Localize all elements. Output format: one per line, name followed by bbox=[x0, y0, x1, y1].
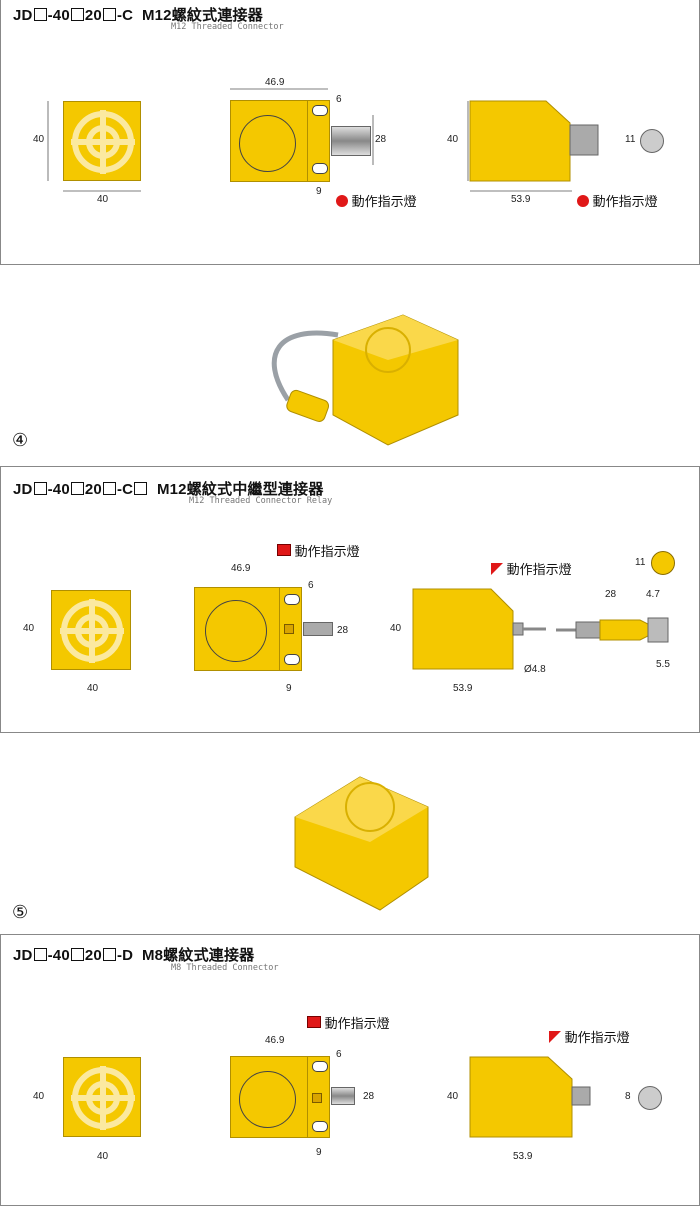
dim-plug-len: 28 bbox=[605, 589, 617, 600]
red-square-icon bbox=[307, 1016, 321, 1028]
cable-stub bbox=[303, 622, 333, 636]
target-icon bbox=[60, 599, 124, 663]
dim-pin: 8 bbox=[625, 1091, 631, 1102]
product-photo-m8 bbox=[294, 776, 429, 911]
dim-side-length: 46.9 bbox=[265, 77, 285, 88]
front-view bbox=[63, 1057, 141, 1137]
dim-depth-height: 40 bbox=[447, 1091, 459, 1102]
section-number: ⑤ bbox=[12, 902, 29, 923]
pin-face-icon bbox=[638, 1086, 662, 1110]
dim-depth-height: 40 bbox=[390, 623, 402, 634]
red-dot-icon bbox=[577, 195, 589, 207]
red-triangle-icon bbox=[491, 563, 503, 575]
dim-depth-height: 40 bbox=[447, 134, 459, 145]
dim-depth-width: 53.9 bbox=[511, 194, 531, 205]
dim-pin: 11 bbox=[625, 134, 636, 145]
pin-face-icon bbox=[651, 551, 675, 575]
dim-connector: 28 bbox=[337, 625, 349, 636]
red-square-icon bbox=[277, 544, 291, 556]
side-view bbox=[412, 588, 546, 670]
dim-depth-width: 53.9 bbox=[453, 683, 473, 694]
dim-pin: 11 bbox=[635, 557, 646, 568]
side-tab bbox=[307, 1056, 330, 1138]
section-subtitle: M8 Threaded Connector bbox=[171, 963, 279, 973]
indicator-label: 動作指示燈 bbox=[336, 191, 417, 210]
side-tab bbox=[279, 587, 302, 671]
dim-front-height: 40 bbox=[33, 1091, 45, 1102]
section-subtitle: M12 Threaded Connector bbox=[171, 22, 284, 32]
plug-drawing bbox=[556, 617, 669, 643]
dim-front-height: 40 bbox=[33, 134, 45, 145]
dim-bottom: 9 bbox=[316, 186, 322, 197]
indicator-label-side: 動作指示燈 bbox=[491, 559, 572, 578]
dim-plug-b: 5.5 bbox=[656, 659, 670, 670]
pin-face-icon bbox=[640, 129, 664, 153]
dim-gap: 6 bbox=[336, 94, 342, 105]
target-icon bbox=[71, 1066, 135, 1130]
red-dot-icon bbox=[336, 195, 348, 207]
section-subtitle: M12 Threaded Connector Relay bbox=[189, 496, 333, 506]
dim-gap: 6 bbox=[308, 580, 314, 591]
dim-connector: 28 bbox=[363, 1091, 375, 1102]
dim-connector: 28 bbox=[375, 134, 387, 145]
dim-front-width: 40 bbox=[97, 1151, 109, 1162]
side-view bbox=[469, 100, 599, 182]
side-tab bbox=[307, 100, 330, 182]
dim-side-length: 46.9 bbox=[265, 1035, 285, 1046]
dim-depth-width: 53.9 bbox=[513, 1151, 533, 1162]
dim-lines bbox=[47, 88, 572, 192]
m12-connector bbox=[331, 126, 371, 156]
dim-bottom: 9 bbox=[286, 683, 292, 694]
dim-plug-a: 4.7 bbox=[646, 589, 660, 600]
front-view bbox=[63, 101, 141, 181]
dim-front-width: 40 bbox=[97, 194, 109, 205]
dim-front-height: 40 bbox=[23, 623, 35, 634]
section-number: ④ bbox=[12, 430, 29, 451]
indicator-label-side: 動作指示燈 bbox=[549, 1027, 630, 1046]
side-view bbox=[469, 1056, 591, 1138]
dim-cable-dia: Ø4.8 bbox=[524, 664, 546, 675]
red-triangle-icon bbox=[549, 1031, 561, 1043]
target-icon bbox=[71, 110, 135, 174]
front-view bbox=[51, 590, 131, 670]
dim-gap: 6 bbox=[336, 1049, 342, 1060]
indicator-label: 動作指示燈 bbox=[307, 1013, 390, 1032]
product-photo-cable bbox=[271, 314, 459, 446]
indicator-label-side: 動作指示燈 bbox=[577, 191, 658, 210]
m8-connector bbox=[331, 1087, 355, 1105]
dim-side-length: 46.9 bbox=[231, 563, 251, 574]
indicator-label: 動作指示燈 bbox=[277, 541, 360, 560]
dim-bottom: 9 bbox=[316, 1147, 322, 1158]
dim-front-width: 40 bbox=[87, 683, 99, 694]
